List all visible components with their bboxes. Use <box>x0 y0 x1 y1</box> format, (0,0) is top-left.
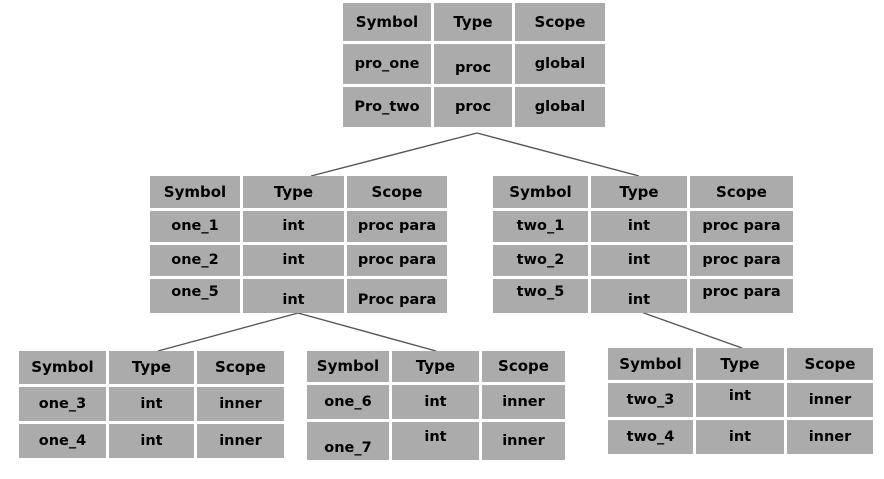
cell-scope: inner <box>197 424 284 458</box>
table-row: one_7 int inner <box>307 422 565 460</box>
cell-type: int <box>591 279 687 313</box>
header-symbol: Symbol <box>307 351 389 382</box>
cell-type: int <box>243 245 344 276</box>
cell-type: int <box>392 422 479 460</box>
header-symbol: Symbol <box>150 176 240 208</box>
cell-scope: Proc para <box>347 279 447 313</box>
cell-type: int <box>392 385 479 419</box>
cell-scope: inner <box>787 383 873 417</box>
header-symbol: Symbol <box>493 176 588 208</box>
cell-symbol: one_2 <box>150 245 240 276</box>
header-type: Type <box>243 176 344 208</box>
cell-symbol: two_3 <box>608 383 693 417</box>
cell-scope: inner <box>787 420 873 454</box>
table-row: one_2 int proc para <box>150 245 447 276</box>
table-row: two_4 int inner <box>608 420 873 454</box>
cell-symbol: one_7 <box>307 422 389 460</box>
header-scope: Scope <box>197 351 284 384</box>
cell-type: int <box>109 424 194 458</box>
header-symbol: Symbol <box>343 3 431 41</box>
header-type: Type <box>109 351 194 384</box>
edge-root-to-proc-two <box>476 132 640 177</box>
table-row: one_5 int Proc para <box>150 279 447 313</box>
table-row: one_3 int inner <box>19 387 284 421</box>
cell-scope: proc para <box>690 211 793 242</box>
cell-symbol: one_5 <box>150 279 240 313</box>
header-scope: Scope <box>482 351 565 382</box>
cell-type: int <box>591 245 687 276</box>
cell-type: proc <box>434 44 512 84</box>
table-row: pro_one proc global <box>343 44 605 84</box>
cell-scope: proc para <box>347 211 447 242</box>
cell-symbol: pro_one <box>343 44 431 84</box>
table-row: one_1 int proc para <box>150 211 447 242</box>
cell-symbol: two_1 <box>493 211 588 242</box>
header-type: Type <box>591 176 687 208</box>
table-row: two_5 int proc para <box>493 279 793 313</box>
table-header-row: Symbol Type Scope <box>307 351 565 382</box>
table-root: Symbol Type Scope pro_one proc global Pr… <box>343 3 605 127</box>
cell-type: int <box>109 387 194 421</box>
edge-proc-one-to-inner-one-a <box>157 312 299 352</box>
cell-scope: proc para <box>690 245 793 276</box>
cell-scope: proc para <box>690 279 793 313</box>
edge-root-to-proc-one <box>310 132 478 177</box>
table-row: one_4 int inner <box>19 424 284 458</box>
cell-symbol: two_2 <box>493 245 588 276</box>
table-header-row: Symbol Type Scope <box>150 176 447 208</box>
table-row: two_1 int proc para <box>493 211 793 242</box>
cell-symbol: two_5 <box>493 279 588 313</box>
cell-type: proc <box>434 87 512 127</box>
table-row: one_6 int inner <box>307 385 565 419</box>
cell-scope: inner <box>482 385 565 419</box>
table-header-row: Symbol Type Scope <box>343 3 605 41</box>
cell-symbol: one_3 <box>19 387 106 421</box>
edge-proc-one-to-inner-one-b <box>297 312 437 352</box>
table-header-row: Symbol Type Scope <box>493 176 793 208</box>
cell-symbol: two_4 <box>608 420 693 454</box>
cell-symbol: one_4 <box>19 424 106 458</box>
header-scope: Scope <box>690 176 793 208</box>
table-proc-one: Symbol Type Scope one_1 int proc para on… <box>150 176 447 313</box>
cell-scope: inner <box>197 387 284 421</box>
header-type: Type <box>696 348 784 380</box>
cell-scope: proc para <box>347 245 447 276</box>
header-symbol: Symbol <box>608 348 693 380</box>
cell-type: int <box>591 211 687 242</box>
cell-scope: global <box>515 44 605 84</box>
cell-symbol: Pro_two <box>343 87 431 127</box>
table-inner-one-a: Symbol Type Scope one_3 int inner one_4 … <box>19 351 284 458</box>
header-scope: Scope <box>787 348 873 380</box>
cell-type: int <box>696 383 784 417</box>
cell-type: int <box>243 279 344 313</box>
cell-scope: global <box>515 87 605 127</box>
header-scope: Scope <box>515 3 605 41</box>
cell-symbol: one_1 <box>150 211 240 242</box>
table-header-row: Symbol Type Scope <box>19 351 284 384</box>
table-header-row: Symbol Type Scope <box>608 348 873 380</box>
table-row: two_2 int proc para <box>493 245 793 276</box>
table-inner-one-b: Symbol Type Scope one_6 int inner one_7 … <box>307 351 565 460</box>
header-symbol: Symbol <box>19 351 106 384</box>
cell-type: int <box>696 420 784 454</box>
cell-type: int <box>243 211 344 242</box>
edge-proc-two-to-inner-two <box>640 311 743 349</box>
header-scope: Scope <box>347 176 447 208</box>
header-type: Type <box>392 351 479 382</box>
table-row: two_3 int inner <box>608 383 873 417</box>
cell-symbol: one_6 <box>307 385 389 419</box>
cell-scope: inner <box>482 422 565 460</box>
header-type: Type <box>434 3 512 41</box>
table-inner-two: Symbol Type Scope two_3 int inner two_4 … <box>608 348 873 454</box>
table-proc-two: Symbol Type Scope two_1 int proc para tw… <box>493 176 793 313</box>
table-row: Pro_two proc global <box>343 87 605 127</box>
